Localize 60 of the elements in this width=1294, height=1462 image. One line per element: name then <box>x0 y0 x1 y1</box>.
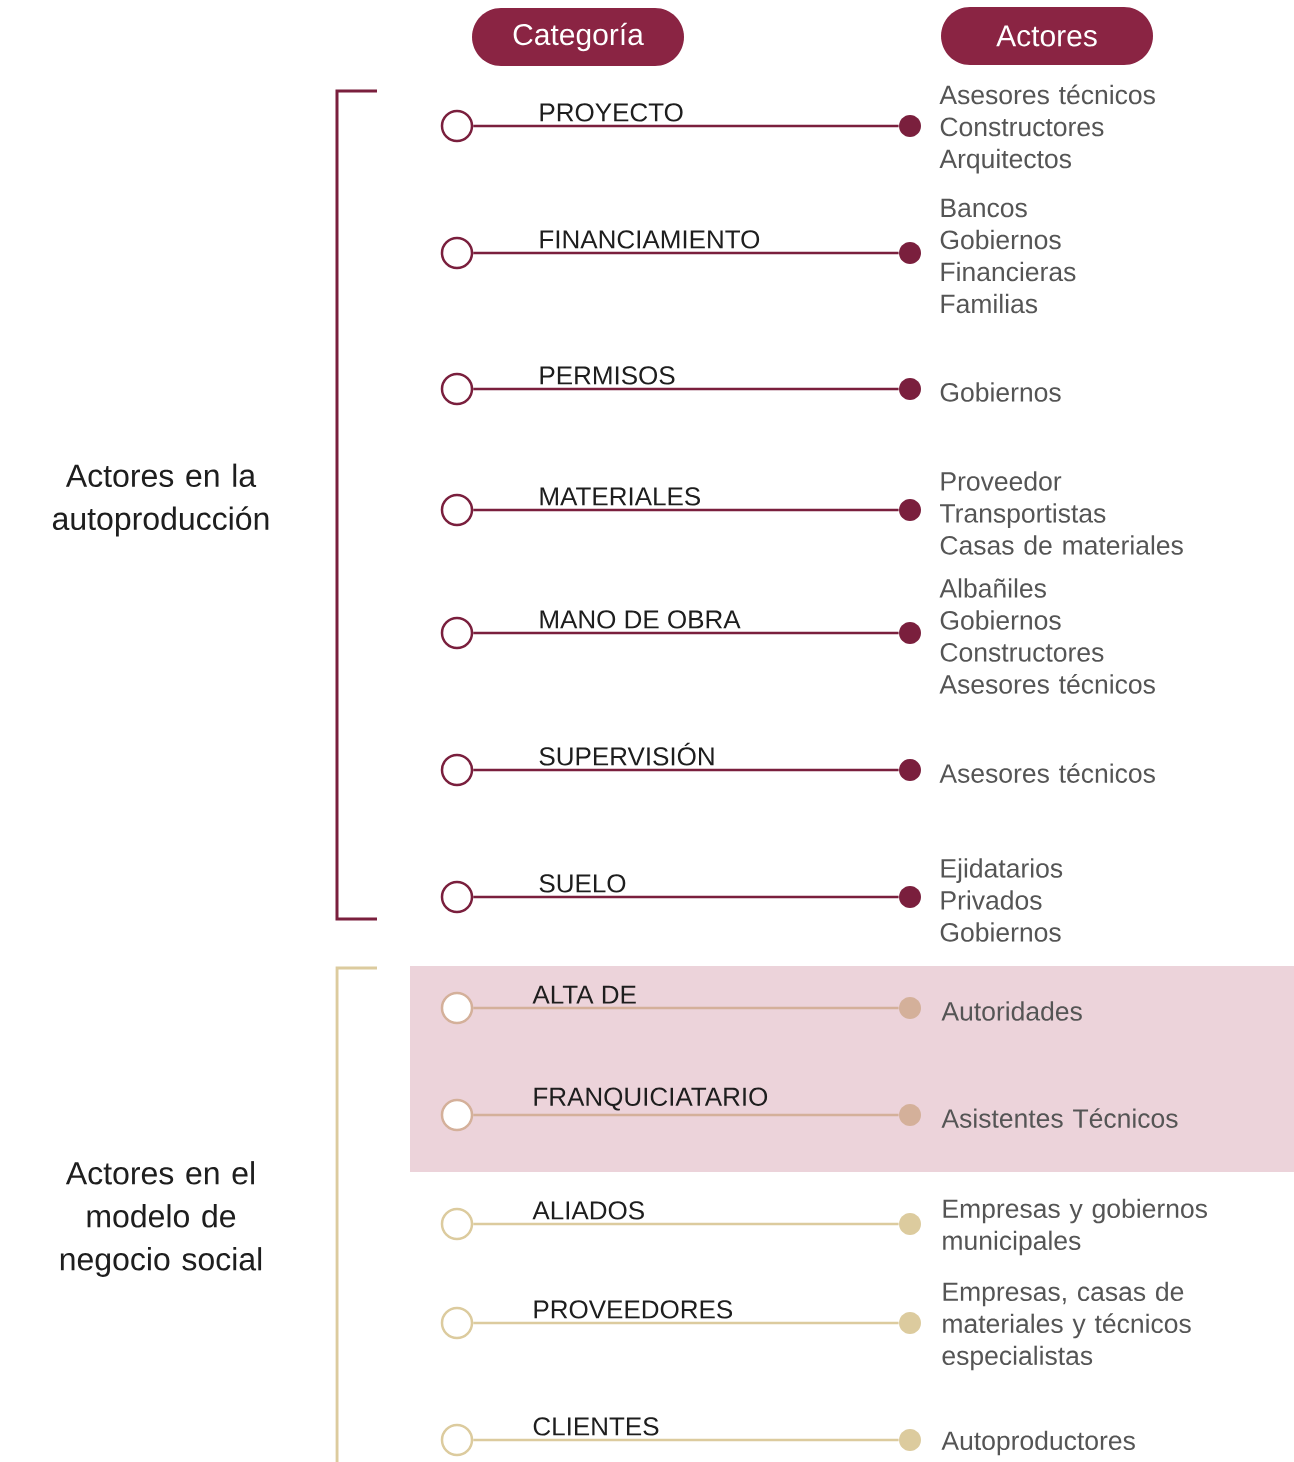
connector-line <box>473 387 899 391</box>
connector-line <box>473 124 899 128</box>
open-circle <box>440 236 474 270</box>
category-label: ALTA DE <box>532 985 636 1004</box>
category-label: FINANCIAMIENTO <box>540 230 760 249</box>
connector-line <box>473 1113 899 1117</box>
node-label: Albañiles <box>939 578 1046 598</box>
actor-list: Bancos Gobiernos Financieras Familias <box>940 198 1076 314</box>
node-label: Financieras <box>941 261 1076 282</box>
connector-line <box>473 631 899 635</box>
connector-line <box>473 1438 899 1442</box>
category-label: ALIADOS <box>532 1201 644 1220</box>
node-label: Gobiernos <box>940 610 1061 630</box>
node-label: Asesores técnicos <box>939 673 1155 694</box>
actor-list: Asesores técnicos Constructores Arquitectos <box>939 84 1155 174</box>
header-pill: Categoría <box>472 8 684 66</box>
category-label: MATERIALES <box>540 487 700 506</box>
node-label: Bancos <box>941 198 1027 218</box>
group-label: Actores en el modelo de negocio social <box>60 1161 262 1277</box>
category-label: SUELO <box>539 874 626 893</box>
category-label: CLIENTES <box>533 1417 659 1436</box>
actor-list: Asesores técnicos <box>939 763 1155 783</box>
open-circle <box>440 372 474 406</box>
connector-line <box>473 251 899 255</box>
actor-list: Proveedor Transportistas Casas de materiales <box>940 471 1183 555</box>
connector-line <box>473 1006 899 1010</box>
open-circle <box>440 616 474 650</box>
open-circle <box>440 1207 474 1241</box>
connector-line <box>473 1222 899 1226</box>
node-label: Familias <box>941 293 1038 314</box>
open-circle <box>440 493 474 527</box>
actor-list: Autoridades <box>941 1001 1082 1021</box>
actor-list: Empresas y gobiernos municipales <box>943 1198 1207 1256</box>
category-label: MANO DE OBRA <box>540 610 741 629</box>
category-label: PERMISOS <box>540 366 675 385</box>
actor-list: Autoproductores <box>941 1430 1135 1456</box>
open-circle <box>440 991 474 1025</box>
actor-list: Asistentes Técnicos <box>941 1108 1178 1128</box>
open-circle <box>440 1098 474 1132</box>
category-label: PROVEEDORES <box>534 1300 733 1319</box>
actor-list: Ejidatarios Privados Gobiernos <box>940 858 1063 942</box>
actor-list: Albañiles Gobiernos Constructores Asesores técnicos <box>939 578 1155 694</box>
header-pill: Actores <box>941 7 1153 65</box>
node-label: Gobiernos <box>940 229 1061 250</box>
actor-list: Gobiernos <box>940 382 1061 402</box>
open-circle <box>440 880 474 914</box>
connector-line <box>473 508 899 512</box>
connector-line <box>473 895 899 899</box>
connector-line <box>473 768 899 772</box>
open-circle <box>440 1423 474 1457</box>
category-label: SUPERVISIÓN <box>539 742 714 766</box>
open-circle <box>440 109 474 143</box>
open-circle <box>440 1306 474 1340</box>
category-label: FRANQUICIATARIO <box>534 1087 768 1111</box>
node-label: Constructores <box>940 642 1104 662</box>
connector-line <box>473 1321 899 1325</box>
open-circle <box>440 753 474 787</box>
group-label: Actores en la autoproducción <box>52 463 269 537</box>
category-label: PROYECTO <box>540 103 683 122</box>
actor-list: Empresas, casas de materiales y técnicos especialistas <box>942 1281 1191 1371</box>
